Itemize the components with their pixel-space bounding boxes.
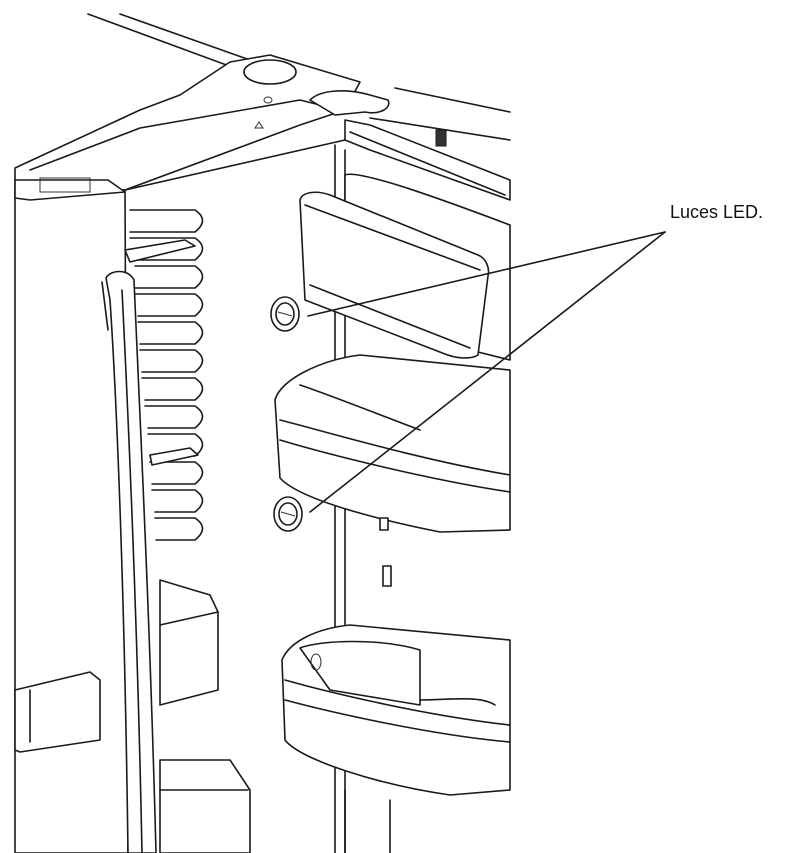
led-light-lower <box>273 496 303 532</box>
led-light-upper <box>270 296 300 332</box>
left-door-frame <box>14 177 157 853</box>
leader-line-upper <box>307 231 666 317</box>
leader-line-lower <box>309 231 666 513</box>
middle-door-bin <box>274 354 511 587</box>
upper-door-shelf <box>299 173 511 361</box>
heater-coil <box>124 209 204 541</box>
lower-door-bin <box>281 624 511 853</box>
left-lower-bins <box>14 579 251 853</box>
callout-label: Luces LED. <box>670 202 763 222</box>
top-frame <box>14 13 390 191</box>
callout-leaders <box>307 231 666 513</box>
